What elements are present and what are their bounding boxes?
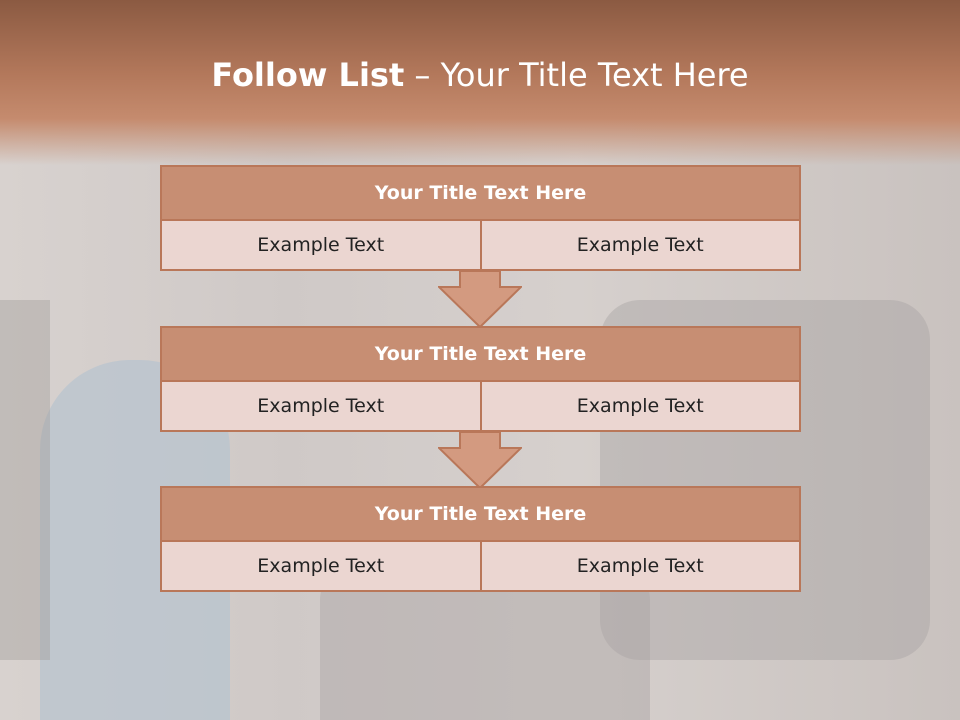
down-arrow-icon: [438, 270, 522, 328]
block-left-text: Example Text: [160, 382, 482, 432]
title-bold: Follow List: [211, 56, 405, 94]
down-arrow-icon: [438, 431, 522, 489]
title-bar: [0, 0, 960, 165]
equipment-silhouette: [0, 300, 50, 660]
block-title: Your Title Text Here: [160, 326, 801, 382]
block-left-text: Example Text: [160, 542, 482, 592]
block-left-text: Example Text: [160, 221, 482, 271]
list-block-2: Your Title Text Here Example Text Exampl…: [160, 326, 801, 432]
block-title: Your Title Text Here: [160, 486, 801, 542]
block-right-text: Example Text: [481, 221, 801, 271]
block-right-text: Example Text: [481, 542, 801, 592]
title-rest: – Your Title Text Here: [404, 56, 749, 94]
block-title: Your Title Text Here: [160, 165, 801, 221]
list-block-1: Your Title Text Here Example Text Exampl…: [160, 165, 801, 271]
block-right-text: Example Text: [481, 382, 801, 432]
slide-title: Follow List – Your Title Text Here: [0, 56, 960, 94]
list-block-3: Your Title Text Here Example Text Exampl…: [160, 486, 801, 592]
